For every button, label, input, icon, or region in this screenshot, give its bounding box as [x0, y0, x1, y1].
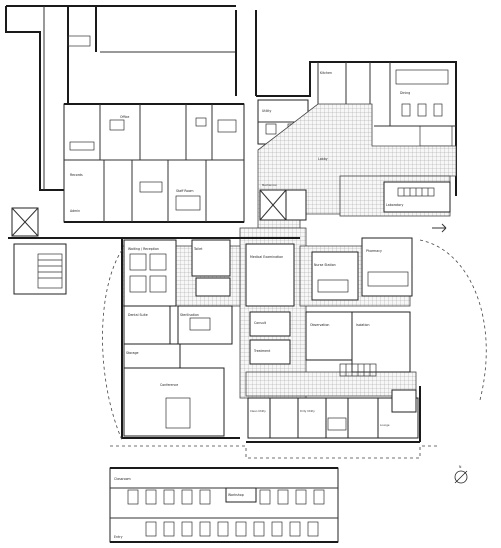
label-kitchen: Kitchen [320, 71, 332, 75]
label-isolation: Isolation [356, 323, 370, 327]
label-utility: Utility [262, 109, 271, 113]
consult-rooms: Medical Examination Consult Treatment Ob… [245, 243, 411, 377]
label-mechanical: Mechanical [262, 183, 277, 187]
label-classroom: Classroom [114, 477, 131, 481]
east-rooms: Laboratory Pharmacy Nurse Station [311, 181, 451, 301]
label-clean-utility: Clean Utility [250, 409, 266, 413]
label-staff-room: Staff Room [176, 189, 194, 193]
label-dental-suite: Dental Suite [128, 313, 148, 317]
label-nurse-station: Nurse Station [314, 263, 336, 267]
label-conference: Conference [160, 383, 178, 387]
stair-core-west [8, 207, 122, 295]
label-lounge: Lounge [380, 423, 390, 427]
label-sterilisation: Sterilisation [180, 313, 199, 317]
south-rooms: Clean Utility Dirty Utility Lounge [246, 386, 421, 443]
west-clinic-block: Waiting / Reception Toilet Dental Suite … [121, 237, 300, 439]
west-site-arc [102, 249, 123, 441]
label-consult: Consult [254, 321, 267, 325]
label-medical-exam: Medical Examination [250, 255, 283, 259]
label-workshop: Workshop [228, 493, 244, 497]
north-label: N [459, 465, 462, 469]
south-wing: Classroom Workshop Entry [109, 467, 339, 543]
label-dirty-utility: Dirty Utility [300, 409, 315, 413]
label-laboratory: Laboratory [386, 203, 403, 207]
label-admin: Admin [70, 209, 80, 213]
label-pharmacy: Pharmacy [366, 249, 382, 253]
label-records: Records [70, 173, 83, 177]
label-lobby: Lobby [318, 157, 328, 161]
north-arrow: N [454, 465, 468, 484]
admin-block: Office Records Admin Staff Room [63, 103, 245, 223]
label-toilet: Toilet [193, 247, 203, 251]
label-entry: Entry [114, 535, 123, 539]
label-office: Office [120, 115, 129, 119]
east-site-arc [419, 239, 487, 401]
label-waiting: Waiting / Reception [128, 247, 159, 251]
label-treatment: Treatment [253, 349, 271, 353]
label-observation: Observation [310, 323, 329, 327]
label-dining: Dining [400, 91, 410, 95]
south-site-line [110, 445, 440, 459]
label-storage: Storage [126, 351, 139, 355]
mechanical-rooms: Mechanical [259, 183, 307, 221]
